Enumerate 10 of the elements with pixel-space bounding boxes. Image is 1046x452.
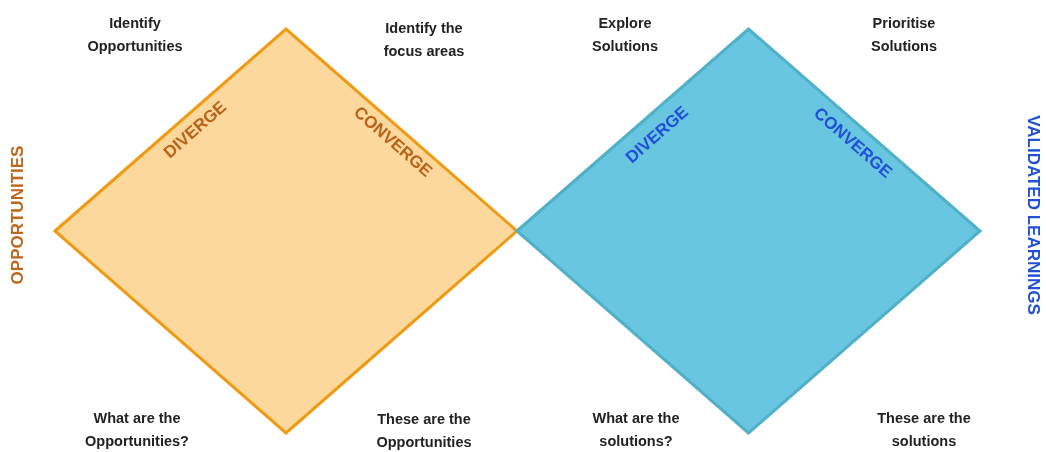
side-heading: OPPORTUNITIES bbox=[8, 145, 28, 285]
step-caption: What are the solutions? bbox=[591, 409, 681, 451]
step-caption: These are the Opportunities bbox=[375, 410, 473, 452]
side-heading: VALIDATED LEARNINGS bbox=[1023, 115, 1043, 315]
step-caption: Prioritise Solutions bbox=[869, 14, 939, 56]
step-caption: What are the Opportunities? bbox=[84, 409, 190, 451]
step-caption: Explore Solutions bbox=[590, 14, 660, 56]
step-caption: Identify Opportunities bbox=[86, 14, 184, 56]
step-caption: These are the solutions bbox=[876, 409, 972, 451]
step-caption: Identify the focus areas bbox=[382, 19, 466, 61]
